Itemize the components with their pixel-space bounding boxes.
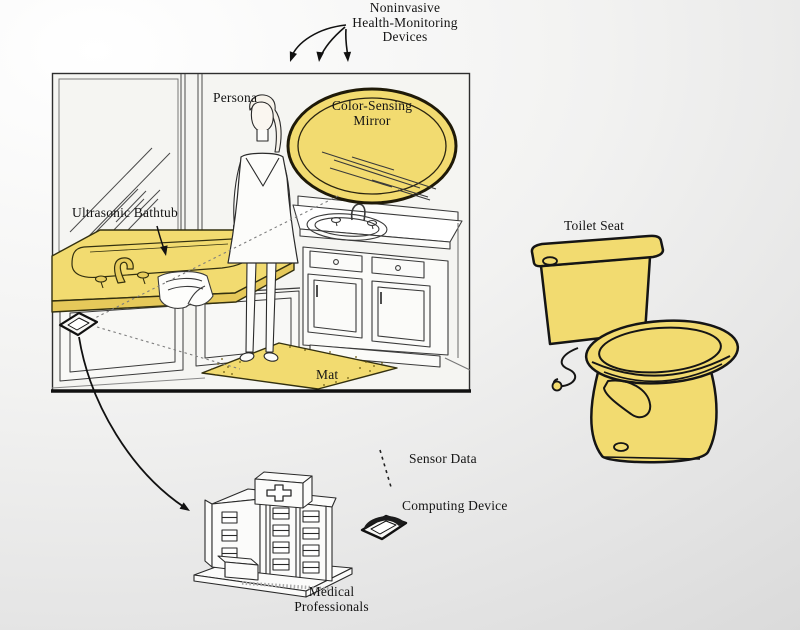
toilet-seat	[584, 319, 740, 385]
header-arrows	[286, 24, 352, 64]
toilet-base	[590, 363, 718, 464]
computing-device-label: Computing Device	[402, 498, 508, 513]
mat-stipple-dots	[211, 346, 383, 386]
mirror-reflection-lines	[321, 151, 437, 201]
dress	[227, 152, 299, 264]
color-sensing-mirror	[286, 87, 458, 205]
computing-device-phone	[360, 514, 408, 541]
sink-faucet	[330, 203, 378, 230]
left-side	[204, 499, 213, 568]
persona-figure	[227, 94, 299, 362]
vanity-drawers	[309, 250, 425, 279]
sensor-link-lines	[92, 195, 339, 370]
toilet-cord	[552, 347, 579, 388]
medical-professionals-label: Medical Professionals	[294, 584, 369, 614]
sink-vanity	[292, 195, 471, 371]
dress-v-neck	[245, 157, 280, 187]
device-to-hospital-arrow	[78, 336, 193, 515]
mirror-label: Color-Sensing Mirror	[331, 98, 413, 128]
persona-label: Persona	[213, 90, 258, 105]
bathtub-label: Ultrasonic Bathtub	[72, 205, 178, 220]
tub-faucet	[94, 244, 245, 289]
vanity-doors	[307, 273, 431, 348]
face	[250, 101, 274, 132]
right-foot	[263, 352, 279, 362]
toilet-tank	[530, 234, 665, 346]
neck	[256, 130, 269, 142]
front-windows	[272, 507, 320, 574]
sink-basin	[306, 213, 388, 241]
wing-windows	[221, 511, 238, 560]
sensor-data-label: Sensor Data	[409, 451, 477, 466]
toilet-seat-label: Toilet Seat	[564, 218, 625, 233]
left-foot	[239, 352, 255, 362]
sensor-data-dashed-line	[379, 449, 392, 488]
bathtub-label-arrow	[156, 225, 170, 257]
entrance-canopy	[217, 555, 259, 581]
toilet	[530, 234, 740, 464]
cross-cube	[254, 471, 313, 509]
mat-label: Mat	[316, 367, 339, 382]
flush-button	[542, 256, 558, 266]
medical-cross-icon	[266, 484, 292, 502]
header-label: Noninvasive Health-Monitoring Devices	[352, 0, 458, 45]
towel	[157, 271, 214, 309]
hospital-building	[193, 471, 353, 598]
tub-handheld-device	[58, 311, 99, 337]
